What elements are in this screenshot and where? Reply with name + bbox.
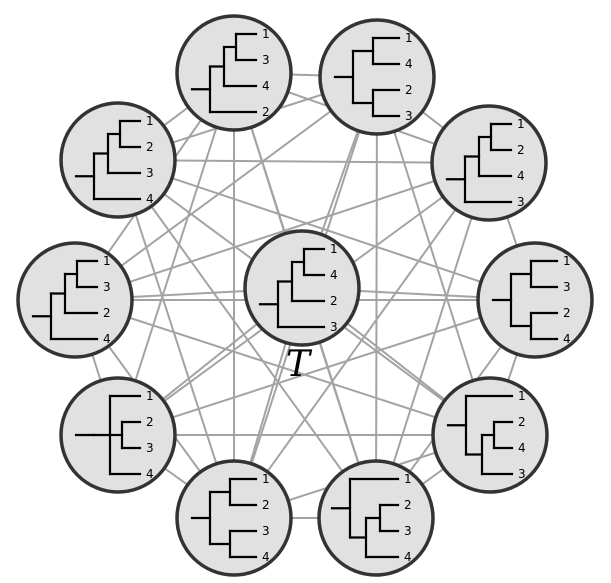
node-circle [175,459,293,577]
tree-topology: 1 2 3 4 [330,472,412,564]
leaf-label: 4 [405,57,413,71]
edge-upper-right-middle-left [74,162,490,301]
node-circle [476,241,594,359]
tree-node-middle-right: 1 3 2 4 [476,241,594,359]
tree-topology: 1 2 3 4 [74,389,154,481]
tree-node-center: 1 4 2 3 [243,229,361,347]
tree-topology: 1 4 2 3 [258,242,338,334]
leaf-label: 1 [518,389,526,403]
leaf-label: 4 [262,550,270,564]
leaf-label: 1 [330,242,338,256]
leaf-label: 2 [518,415,526,429]
tree-node-top-left: 1 3 4 2 [175,14,293,132]
leaf-label: 3 [146,166,154,180]
leaf-label: 3 [405,109,413,123]
edge-upper-right-bottom-left [233,162,490,519]
leaf-label: 3 [146,441,154,455]
tree-node-middle-left: 1 3 2 4 [16,241,134,359]
tree-topology: 1 3 4 2 [190,27,270,119]
leaf-label: 2 [405,83,413,97]
tree-topology: 1 2 3 4 [190,472,270,564]
leaf-label: 4 [563,332,571,346]
leaf-label: 4 [262,79,270,93]
leaf-label: 4 [146,467,154,481]
leaf-label: 3 [563,280,571,294]
leaf-label: 3 [103,280,111,294]
leaf-label: 3 [404,524,412,538]
nodes-layer: 1 4 2 3 1 3 4 2 1 4 2 3 1 2 3 4 1 2 4 3 1 3 2 4 1 3 2 4 1 2 3 4 1 2 4 3 1 2 3 4… [16,14,594,577]
leaf-label: 2 [262,498,270,512]
leaf-label: 1 [262,472,270,486]
tree-topology: 1 3 2 4 [491,254,571,346]
leaf-label: 2 [262,105,270,119]
tree-topology: 1 2 4 3 [446,389,526,481]
leaf-label: 2 [146,415,154,429]
leaf-label: 4 [146,192,154,206]
node-circle [318,18,436,136]
leaf-label: 2 [517,143,525,157]
edge-upper-left-bottom-left [117,159,235,519]
leaf-label: 1 [262,27,270,41]
leaf-label: 3 [330,320,338,334]
leaf-label: 4 [518,441,526,455]
leaf-label: 4 [103,332,111,346]
node-circle [243,229,361,347]
edge-top-right-middle-left [74,76,378,301]
tree-topology: 1 4 2 3 [333,31,413,123]
node-circle [16,241,134,359]
edge-top-right-lower-right [376,76,491,436]
edge-middle-right-lower-left [117,299,536,436]
center-label: T [286,344,313,385]
node-circle [59,101,177,219]
leaf-label: 4 [330,268,338,282]
leaf-label: 2 [563,306,571,320]
leaf-label: 2 [146,140,154,154]
tree-node-upper-right: 1 2 4 3 [430,104,548,222]
leaf-label: 3 [262,524,270,538]
tree-topology: 1 3 2 4 [31,254,111,346]
leaf-label: 1 [517,117,525,131]
node-circle [430,104,548,222]
leaf-label: 1 [146,114,154,128]
leaf-label: 4 [404,550,412,564]
leaf-label: 1 [405,31,413,45]
leaf-label: 3 [518,467,526,481]
edge-top-left-lower-left [117,72,235,436]
tree-topology: 1 2 4 3 [445,117,525,209]
node-circle [175,14,293,132]
tree-node-top-right: 1 4 2 3 [318,18,436,136]
leaf-label: 1 [404,472,412,486]
leaf-label: 2 [330,294,338,308]
edge-upper-left-bottom-right [117,159,377,519]
edge-upper-left-upper-right [117,159,490,164]
edge-upper-right-bottom-right [375,162,490,519]
tree-node-lower-right: 1 2 4 3 [431,376,549,494]
leaf-label: 1 [146,389,154,403]
leaf-label: 1 [563,254,571,268]
leaf-label: 2 [103,306,111,320]
leaf-label: 2 [404,498,412,512]
tree-node-lower-left: 1 2 3 4 [59,376,177,494]
edge-middle-left-lower-right [74,299,491,436]
tree-node-upper-left: 1 2 3 4 [59,101,177,219]
leaf-label: 1 [103,254,111,268]
tree-node-bottom-right: 1 2 3 4 [317,459,435,577]
leaf-label: 3 [517,195,525,209]
tree-node-bottom-left: 1 2 3 4 [175,459,293,577]
edge-upper-left-middle-right [117,159,536,301]
leaf-label: 4 [517,169,525,183]
tree-topology: 1 2 3 4 [74,114,154,206]
leaf-label: 3 [262,53,270,67]
edge-top-right-bottom-right [375,76,378,519]
